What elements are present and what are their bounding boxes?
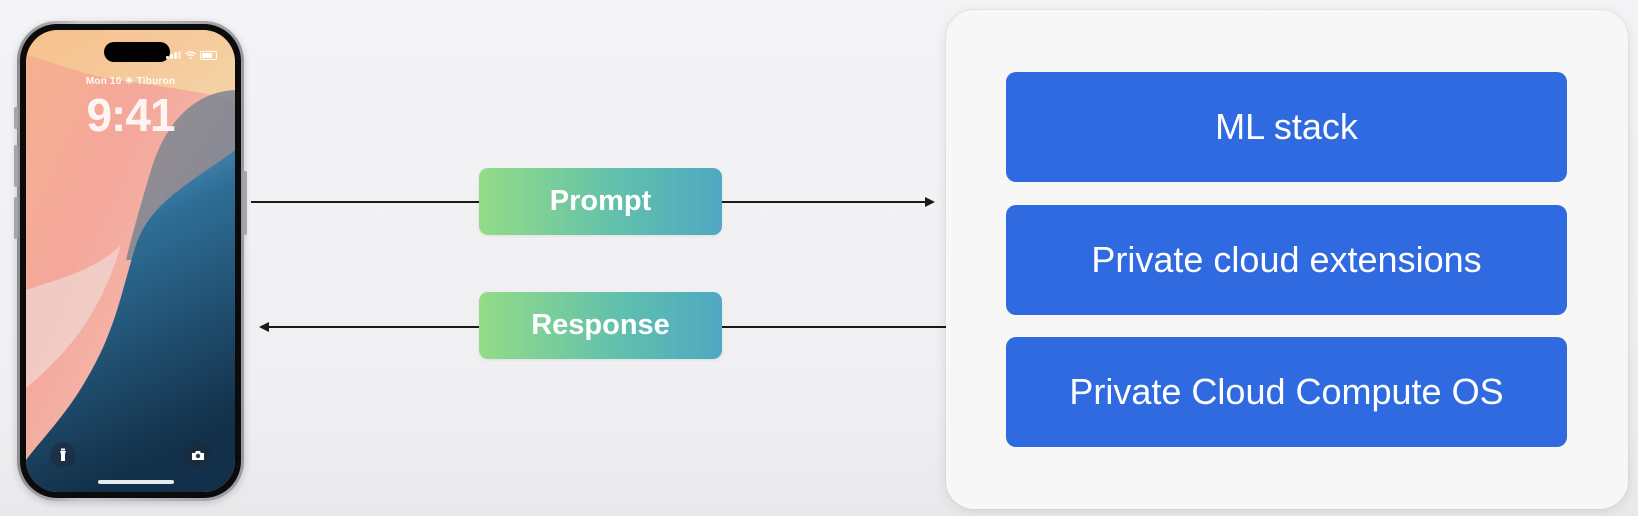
- dynamic-island: [104, 42, 170, 62]
- home-indicator: [98, 480, 174, 484]
- iphone-device: Mon 10 ☀ Tiburon 9:41: [14, 21, 247, 501]
- flashlight-icon[interactable]: [50, 442, 76, 468]
- arrow-left-icon: [259, 322, 269, 332]
- wifi-icon: [185, 46, 196, 64]
- layer-private-cloud-compute-os: Private Cloud Compute OS: [1006, 337, 1567, 447]
- side-button: [243, 171, 247, 235]
- prompt-pill: Prompt: [479, 168, 722, 235]
- camera-icon[interactable]: [185, 442, 211, 468]
- layer-private-cloud-extensions: Private cloud extensions: [1006, 205, 1567, 315]
- private-cloud-compute-node: ML stack Private cloud extensions Privat…: [946, 10, 1628, 509]
- response-pill: Response: [479, 292, 722, 359]
- phone-bezel: Mon 10 ☀ Tiburon 9:41: [20, 24, 241, 498]
- wallpaper: [26, 30, 235, 492]
- volume-down-button: [14, 197, 18, 239]
- layer-ml-stack: ML stack: [1006, 72, 1567, 182]
- lock-time: 9:41: [86, 89, 175, 141]
- action-button: [14, 107, 18, 129]
- signal-icon: [166, 51, 181, 59]
- status-bar: [166, 46, 217, 64]
- lock-date: Mon 10 ☀ Tiburon: [85, 76, 176, 87]
- volume-up-button: [14, 145, 18, 187]
- battery-icon: [200, 50, 217, 60]
- lock-screen: Mon 10 ☀ Tiburon 9:41: [26, 30, 235, 492]
- arrow-right-icon: [925, 197, 935, 207]
